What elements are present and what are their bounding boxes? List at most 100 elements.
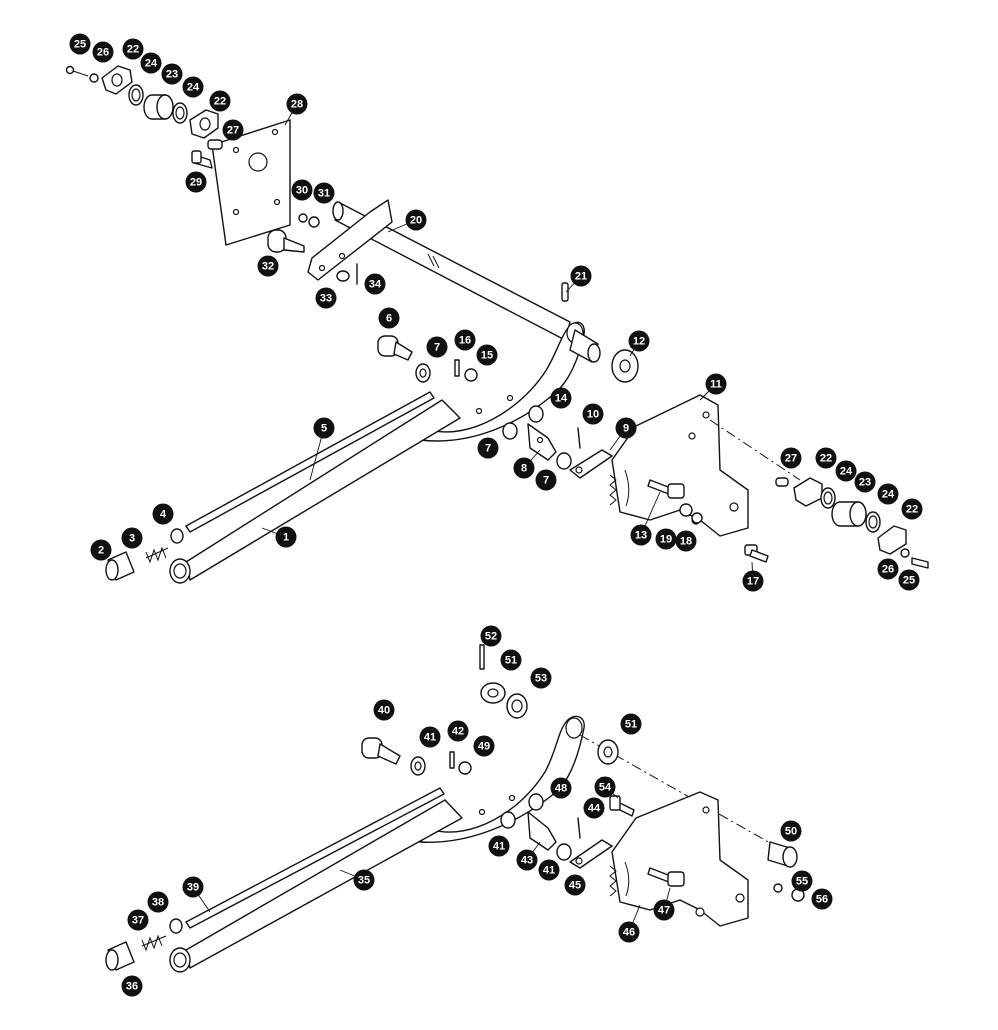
part-callout-14: 14 [550, 387, 572, 409]
part-callout-52: 52 [480, 625, 502, 647]
upper-assembly [65, 65, 929, 584]
part-callout-9: 9 [615, 417, 637, 439]
mounting-plate [211, 119, 291, 246]
callout-number: 22 [820, 453, 832, 465]
part-callout-48: 48 [550, 777, 572, 799]
callout-number: 53 [535, 673, 547, 685]
part-callout-25: 25 [69, 33, 91, 55]
lower-assembly [105, 644, 805, 973]
callout-number: 18 [680, 536, 692, 548]
callout-badge [705, 373, 727, 395]
part-callout-3: 3 [121, 527, 143, 549]
callout-number: 11 [710, 379, 722, 391]
callout-number: 20 [410, 215, 422, 227]
part-callout-4: 4 [152, 503, 174, 525]
callout-badge [653, 899, 675, 921]
callout-badge [315, 287, 337, 309]
callout-badge [898, 569, 920, 591]
callout-number: 19 [660, 534, 672, 546]
callout-number: 51 [505, 655, 517, 667]
callout-badge [615, 417, 637, 439]
callout-badge [473, 735, 495, 757]
part-callout-24: 24 [835, 460, 857, 482]
callout-badge [594, 776, 616, 798]
part-callout-21: 21 [570, 265, 592, 287]
part-callout-33: 33 [315, 287, 337, 309]
part-callout-44: 44 [583, 797, 605, 819]
callout-number: 39 [187, 882, 199, 894]
callout-number: 6 [386, 313, 392, 325]
callout-number: 24 [882, 489, 895, 501]
callout-number: 41 [543, 865, 555, 877]
callout-badge [628, 330, 650, 352]
callout-badge [488, 835, 510, 857]
part-callout-55: 55 [791, 870, 813, 892]
part-callout-17: 17 [742, 570, 764, 592]
part-callout-24: 24 [182, 76, 204, 98]
callout-badge [877, 483, 899, 505]
part-callout-7: 7 [477, 437, 499, 459]
callout-number: 7 [485, 443, 491, 455]
callout-badge [257, 255, 279, 277]
callout-number: 3 [129, 533, 135, 545]
callout-number: 1 [283, 532, 289, 544]
part-callout-10: 10 [582, 403, 604, 425]
callout-number: 30 [296, 185, 308, 197]
callout-badge [378, 307, 400, 329]
callout-badge [353, 869, 375, 891]
callout-badge [630, 524, 652, 546]
callout-badge [222, 119, 244, 141]
part-callout-42: 42 [447, 720, 469, 742]
callout-badge [530, 667, 552, 689]
callout-badge [291, 179, 313, 201]
part-callout-53: 53 [530, 667, 552, 689]
callout-number: 36 [126, 981, 138, 993]
callout-number: 46 [623, 927, 635, 939]
callout-badge [513, 457, 535, 479]
part-callout-5: 5 [313, 417, 335, 439]
callout-number: 22 [906, 504, 918, 516]
callout-number: 22 [127, 44, 139, 56]
callout-badge [127, 909, 149, 931]
callout-number: 29 [190, 177, 202, 189]
upper-rod-assembly [105, 391, 461, 584]
callout-number: 27 [785, 453, 797, 465]
callout-number: 48 [555, 783, 567, 795]
callout-badge [675, 530, 697, 552]
callout-badge [92, 41, 114, 63]
part-callout-11: 11 [705, 373, 727, 395]
callout-number: 13 [635, 530, 647, 542]
callout-number: 50 [785, 826, 797, 838]
upper-left-bearing-stack [65, 65, 223, 169]
part-callout-49: 49 [473, 735, 495, 757]
callout-number: 52 [485, 631, 497, 643]
callout-number: 31 [318, 188, 330, 200]
part-callout-51: 51 [500, 649, 522, 671]
callout-number: 41 [493, 841, 505, 853]
part-callout-40: 40 [373, 699, 395, 721]
part-callout-6: 6 [378, 307, 400, 329]
part-callout-13: 13 [630, 524, 652, 546]
part-callout-46: 46 [618, 921, 640, 943]
part-callout-41: 41 [419, 726, 441, 748]
part-callout-19: 19 [655, 528, 677, 550]
callout-badge [500, 649, 522, 671]
callout-badge [535, 469, 557, 491]
part-callout-1: 1 [275, 526, 297, 548]
part-callout-26: 26 [92, 41, 114, 63]
callout-number: 7 [434, 342, 440, 354]
callout-badge [122, 38, 144, 60]
callout-badge [454, 329, 476, 351]
callout-number: 44 [588, 803, 601, 815]
callout-badge [185, 171, 207, 193]
callout-number: 26 [97, 47, 109, 59]
part-callout-23: 23 [161, 63, 183, 85]
callout-badge [373, 699, 395, 721]
callout-badge [538, 859, 560, 881]
part-callout-12: 12 [628, 330, 650, 352]
callout-badge [901, 498, 923, 520]
roll-pin [561, 282, 569, 302]
callout-number: 35 [358, 875, 370, 887]
part-callout-30: 30 [291, 179, 313, 201]
part-callout-7: 7 [426, 336, 448, 358]
